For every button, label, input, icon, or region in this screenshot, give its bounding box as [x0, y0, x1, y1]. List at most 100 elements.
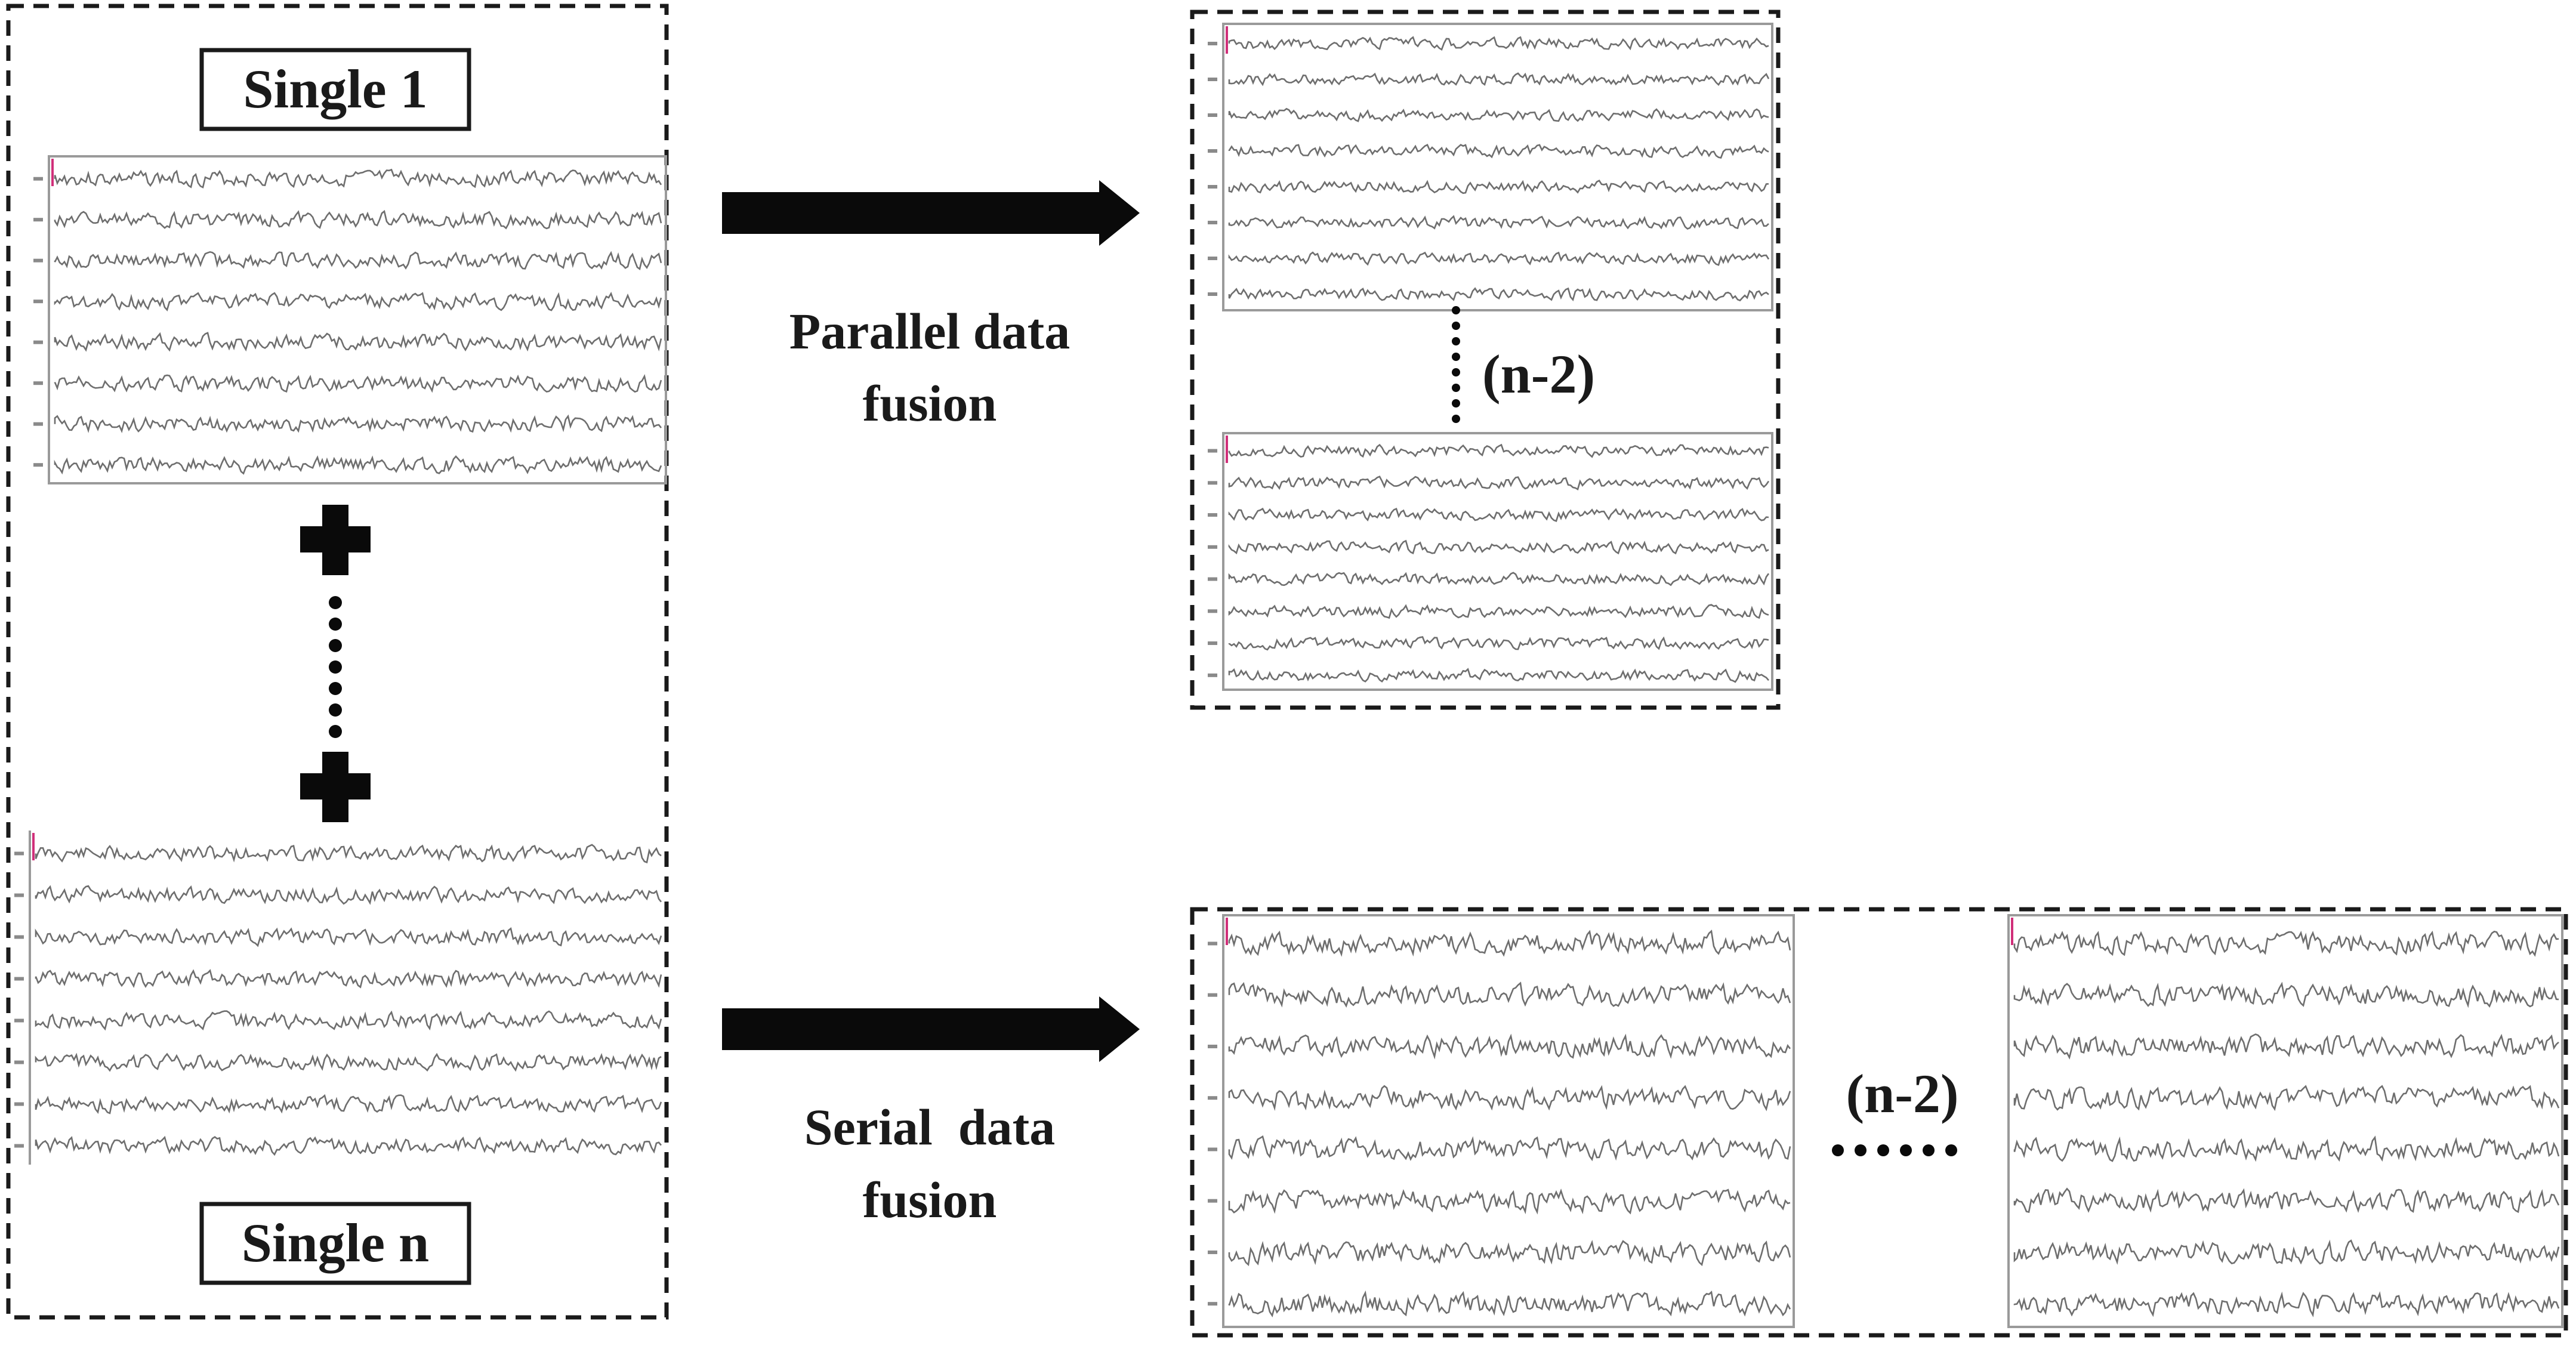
eeg-trace — [35, 1094, 662, 1115]
channel-tick — [1208, 78, 1217, 81]
channel-tick — [14, 1018, 24, 1023]
parallel-fusion-label-line1: Parallel data — [789, 302, 1070, 360]
eeg-trace — [1228, 507, 1769, 522]
eeg-trace — [1228, 1033, 1791, 1060]
vertical-ellipsis-icon — [329, 596, 342, 738]
channel-tick — [14, 893, 24, 897]
channel-tick — [1208, 513, 1217, 517]
channel-tick — [1208, 577, 1217, 581]
eeg-trace — [1228, 1189, 1791, 1215]
eeg-trace — [54, 332, 662, 352]
channel-tick — [1208, 449, 1217, 453]
eeg-trace — [1228, 476, 1770, 491]
eeg-trace — [54, 374, 662, 393]
single-n-label-box — [199, 1202, 471, 1285]
eeg-trace — [1228, 981, 1791, 1008]
channel-tick — [1208, 641, 1217, 646]
serial-gap-label: (n-2) — [1846, 1063, 1958, 1124]
eeg-trace — [2013, 1085, 2560, 1112]
channel-tick — [1208, 257, 1217, 260]
channel-tick — [1208, 941, 1217, 946]
channel-tick — [33, 300, 43, 304]
channel-tick — [1208, 545, 1217, 549]
horizontal-ellipsis-icon — [1832, 1144, 1957, 1156]
plot-frame — [1222, 432, 1773, 691]
eeg-trace — [1228, 287, 1769, 302]
eeg-trace — [1228, 539, 1769, 555]
eeg-trace — [1228, 636, 1769, 651]
plus-icon — [300, 505, 371, 575]
eeg-trace — [1228, 1240, 1791, 1267]
channel-tick — [1208, 609, 1217, 613]
channel-tick — [33, 258, 43, 263]
eeg-trace — [54, 209, 662, 230]
eeg-plot-single-n — [14, 831, 662, 1165]
channel-tick — [1208, 1096, 1217, 1100]
eeg-plot-serial-last — [2007, 914, 2563, 1328]
eeg-trace — [35, 885, 662, 905]
channel-tick — [33, 422, 43, 426]
channel-tick — [1208, 185, 1217, 189]
eeg-trace — [1228, 144, 1769, 159]
single-1-label-box — [199, 48, 471, 131]
serial-fusion-label-line2: fusion — [863, 1171, 997, 1228]
channel-tick — [1208, 42, 1217, 45]
parallel-panel-frame — [1190, 10, 1781, 710]
channel-tick — [14, 1102, 24, 1106]
channel-tick — [33, 218, 43, 222]
eeg-trace — [54, 251, 662, 270]
plus-icon — [300, 752, 371, 822]
channel-tick — [1208, 113, 1217, 117]
eeg-trace — [2013, 981, 2559, 1008]
eeg-trace — [1228, 604, 1769, 619]
eeg-trace — [2013, 1135, 2560, 1162]
plot-frame — [2007, 914, 2563, 1328]
channel-tick — [14, 1060, 24, 1064]
plot-frame — [48, 155, 667, 484]
eeg-plot-serial-first — [1208, 914, 1795, 1328]
channel-tick — [1208, 1199, 1217, 1203]
channel-tick — [1208, 149, 1217, 153]
plot-frame — [1222, 914, 1795, 1328]
eeg-plot-single-1 — [33, 155, 667, 484]
eeg-trace — [35, 969, 662, 989]
eeg-trace — [2013, 1291, 2560, 1317]
eeg-trace — [1228, 443, 1769, 458]
eeg-trace — [54, 455, 662, 475]
eeg-trace — [1228, 930, 1791, 957]
single-n-label: Single n — [242, 1212, 429, 1273]
parallel-fusion-label-line2: fusion — [863, 375, 997, 432]
serial-fusion-label-line1: Serial data — [804, 1098, 1055, 1156]
single-1-label: Single 1 — [243, 58, 427, 119]
channel-tick — [14, 851, 24, 856]
channel-tick — [33, 340, 43, 344]
channel-tick — [1208, 481, 1217, 485]
vertical-ellipsis-icon — [1452, 306, 1460, 423]
channel-tick — [14, 1144, 24, 1148]
channel-tick — [14, 977, 24, 981]
channel-tick — [14, 935, 24, 939]
eeg-trace — [2013, 1187, 2560, 1214]
channel-tick — [1208, 1250, 1217, 1254]
eeg-trace — [1228, 215, 1769, 230]
channel-tick — [1208, 221, 1217, 224]
eeg-trace — [1228, 251, 1770, 266]
eeg-trace — [1228, 1135, 1791, 1162]
eeg-trace — [1228, 36, 1769, 51]
channel-tick — [33, 177, 43, 181]
eeg-plot-parallel-bottom — [1208, 432, 1773, 691]
eeg-trace — [2013, 1033, 2559, 1060]
eeg-trace — [1228, 1290, 1791, 1318]
eeg-plot-parallel-top — [1208, 23, 1773, 311]
eeg-trace — [35, 1135, 662, 1156]
parallel-gap-label: (n-2) — [1482, 344, 1595, 405]
eeg-trace — [2013, 930, 2559, 957]
plot-frame — [1222, 23, 1773, 311]
channel-tick — [1208, 1302, 1217, 1306]
eeg-trace — [35, 927, 662, 947]
channel-tick — [33, 463, 43, 467]
eeg-trace — [54, 414, 662, 433]
eeg-trace — [35, 1052, 662, 1072]
channel-tick — [1208, 292, 1217, 296]
